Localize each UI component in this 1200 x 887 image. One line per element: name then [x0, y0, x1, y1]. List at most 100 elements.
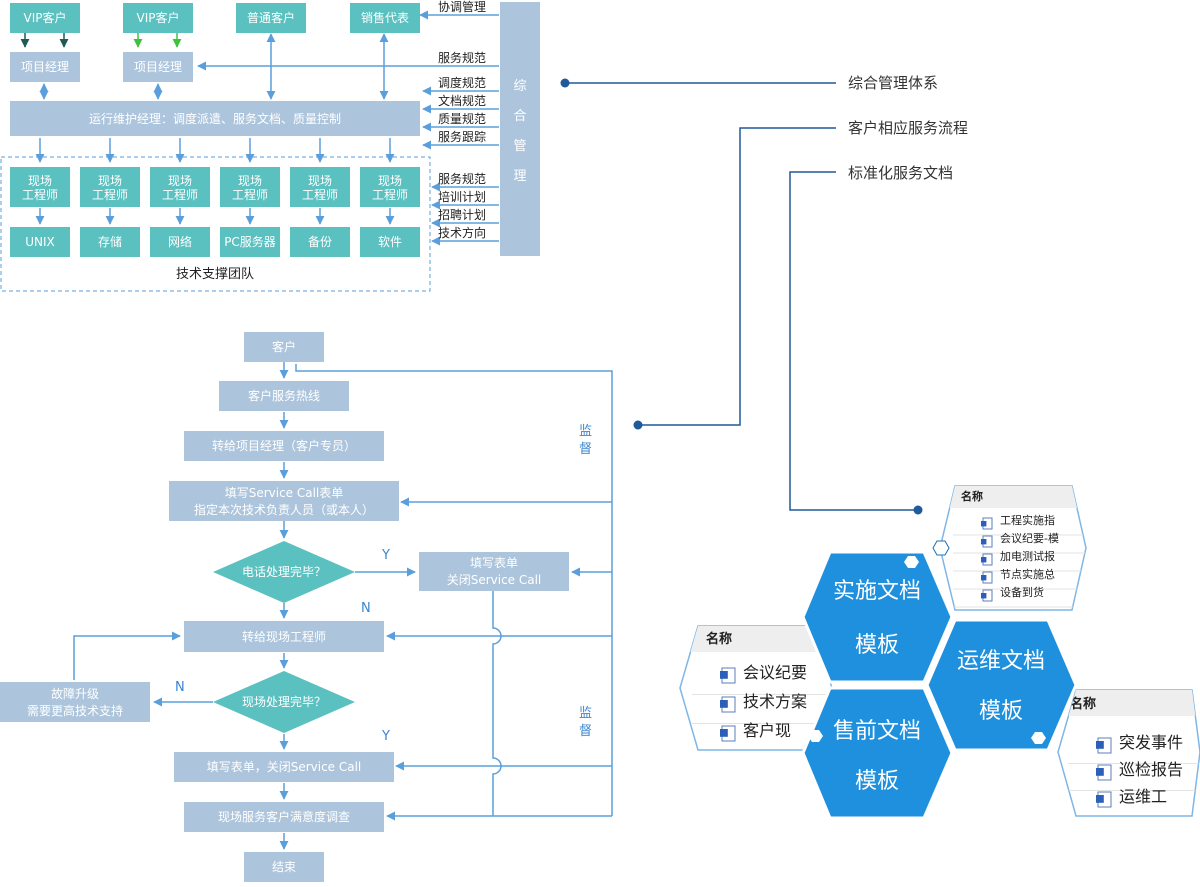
domain-box — [360, 227, 420, 257]
pm-box — [10, 52, 80, 82]
ops-manager-box — [10, 101, 420, 136]
word-doc-icon — [1096, 791, 1112, 808]
side-label: 招聘计划 — [438, 208, 486, 222]
engineer-label: 工程师 — [92, 187, 128, 202]
customer-box — [123, 3, 193, 33]
side-label: 服务跟踪 — [438, 129, 486, 144]
flow-box-escalate — [0, 682, 150, 722]
domain-label: PC服务器 — [224, 234, 276, 249]
customer-label: 普通客户 — [247, 10, 295, 25]
mgmt-char: 综 — [513, 79, 526, 94]
domain-box — [290, 227, 350, 257]
mgmt-bar — [500, 2, 540, 256]
no-label: N — [361, 601, 371, 616]
supervise-char: 监 — [579, 424, 592, 439]
pm-label: 项目经理 — [21, 60, 69, 74]
hex-marker — [932, 540, 950, 556]
flow-phone-done-label: 电话处理完毕？ — [242, 564, 326, 579]
hex-implementation: 实施文档 模板 — [801, 550, 954, 684]
flowchart: 客户 客户服务热线 转给项目经理（客户专员） 填写Service Call表单 … — [0, 332, 613, 882]
flow-fill-call-line: 填写Service Call表单 — [225, 486, 344, 500]
engineer-label: 现场 — [308, 174, 332, 188]
legend-item: 客户相应服务流程 — [848, 119, 968, 137]
doc-file-name: 技术方案 — [743, 692, 807, 711]
side-label: 文档规范 — [438, 93, 486, 108]
hex-subtitle: 模板 — [855, 769, 899, 794]
mgmt-char: 合 — [513, 109, 526, 124]
flow-box-transfer-eng — [184, 621, 384, 652]
mgmt-char: 理 — [513, 169, 526, 184]
side-label: 质量规范 — [438, 111, 486, 126]
flow-transfer-eng-label: 转给现场工程师 — [242, 629, 326, 644]
top-customers: VIP客户 VIP客户 普通客户 销售代表 — [10, 3, 420, 33]
customer-label: VIP客户 — [137, 10, 180, 25]
customer-box — [350, 3, 420, 33]
legend: 综合管理体系 客户相应服务流程 标准化服务文档 — [560, 74, 968, 515]
domain-label: 软件 — [378, 235, 402, 249]
flow-box-close-call-1 — [419, 552, 569, 591]
flow-customer-label: 客户 — [272, 339, 296, 354]
project-managers: 项目经理 项目经理 — [10, 52, 193, 82]
org-chart: VIP客户 VIP客户 普通客户 销售代表 项目经理 项目经理 运行维护经理：调… — [0, 0, 540, 292]
doc-file-name: 工程实施指 — [1000, 513, 1055, 527]
word-doc-icon — [720, 725, 736, 742]
engineer-box — [220, 167, 280, 207]
doc-file-name: 客户现 — [743, 721, 791, 740]
doc-file-name: 会议纪要-模 — [1000, 532, 1059, 545]
supervise-char: 督 — [579, 442, 592, 457]
no-label: N — [175, 680, 185, 695]
domain-label: 存储 — [98, 234, 122, 249]
hex-marker — [1031, 732, 1046, 744]
domain-box — [220, 227, 280, 257]
engineer-box — [10, 167, 70, 207]
tech-team-border — [0, 156, 431, 292]
hex-marker — [808, 730, 823, 742]
flow-box-survey — [184, 802, 384, 832]
doc-file-name: 运维工 — [1119, 787, 1167, 806]
hex-subtitle: 模板 — [979, 699, 1023, 724]
hex-subtitle: 模板 — [855, 633, 899, 658]
yes-label: Y — [381, 548, 390, 563]
engineer-label: 工程师 — [302, 187, 338, 202]
domain-box — [150, 227, 210, 257]
side-label: 协调管理 — [438, 0, 486, 14]
legend-dot — [560, 78, 570, 88]
engineer-label: 现场 — [28, 174, 52, 188]
org-connectors — [20, 10, 499, 246]
side-label: 服务规范 — [438, 171, 486, 186]
side-label: 技术方向 — [438, 225, 486, 240]
word-doc-icon — [720, 667, 736, 684]
flow-escalate-line: 需要更高技术支持 — [27, 703, 123, 718]
flow-close-call-2-label: 填写表单，关闭Service Call — [207, 760, 362, 774]
ops-manager-label: 运行维护经理：调度派遣、服务文档、质量控制 — [89, 111, 341, 126]
legend-dot — [633, 420, 643, 430]
engineer-label: 工程师 — [232, 187, 268, 202]
flow-decision-phone — [213, 541, 355, 603]
flow-box-fill-call — [169, 481, 399, 521]
engineer-label: 工程师 — [162, 187, 198, 202]
side-label: 调度规范 — [438, 75, 486, 90]
supervise-char: 督 — [579, 724, 592, 739]
flow-boxes: 客户 客户服务热线 转给项目经理（客户专员） 填写Service Call表单 … — [0, 332, 569, 882]
domain-label: 网络 — [168, 234, 192, 249]
engineer-label: 现场 — [98, 174, 122, 188]
flow-box-close-call-2 — [174, 752, 394, 782]
word-doc-icon — [981, 571, 993, 584]
customer-label: 销售代表 — [361, 10, 409, 25]
doc-header: 名称 — [706, 631, 732, 647]
legend-item: 标准化服务文档 — [848, 164, 953, 182]
doc-file-name: 加电测试报 — [1000, 549, 1055, 563]
flow-close-call-line: 关闭Service Call — [447, 573, 542, 587]
word-doc-icon — [981, 553, 993, 566]
side-label: 培训计划 — [438, 189, 486, 204]
doc-file-name: 突发事件 — [1119, 733, 1183, 752]
flow-hotline-label: 客户服务热线 — [248, 388, 320, 403]
side-labels: 协调管理 服务规范 调度规范 文档规范 质量规范 服务跟踪 服务规范 培训计划 … — [438, 0, 486, 240]
flow-connectors — [73, 362, 613, 850]
customer-box — [10, 3, 80, 33]
